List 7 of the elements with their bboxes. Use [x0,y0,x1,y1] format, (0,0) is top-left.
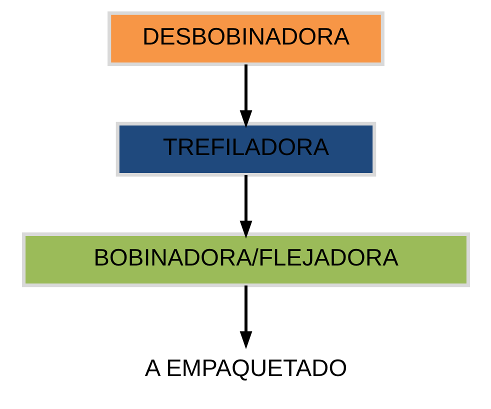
arrow [239,64,252,128]
node-box: TREFILADORA [115,122,376,177]
node-box: DESBOBINADORA [107,11,384,66]
node-text: A EMPAQUETADO [144,355,347,382]
arrow [239,286,252,350]
node-box: BOBINADORA/FLEJADORA [21,232,470,288]
arrow [239,174,252,239]
